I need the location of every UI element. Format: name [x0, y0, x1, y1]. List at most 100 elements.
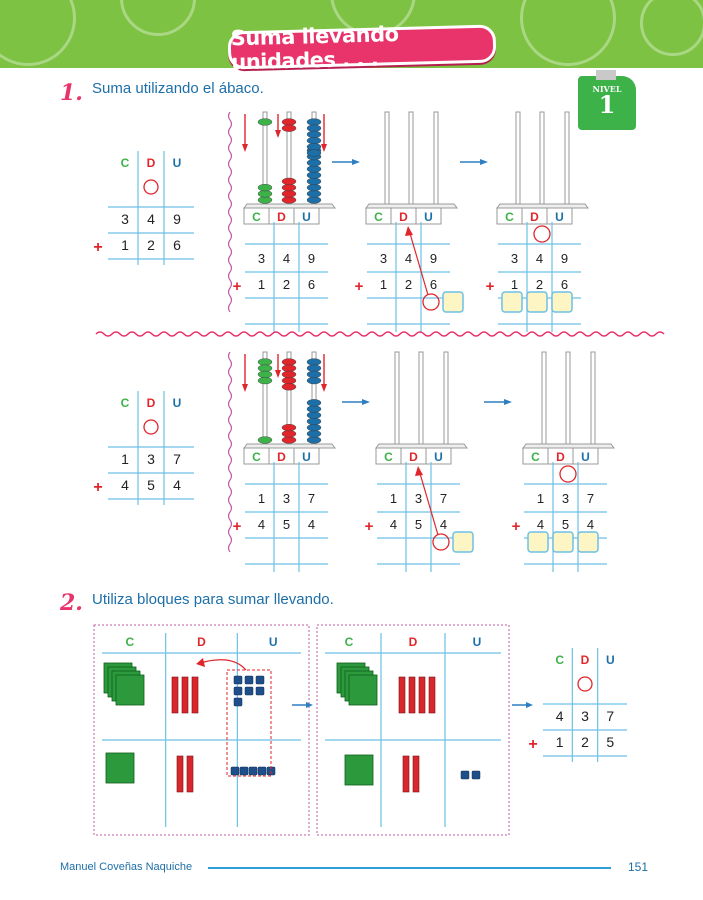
unit-cube — [460, 770, 470, 780]
top-digit: 4 — [283, 251, 290, 266]
carry-arrow — [408, 229, 429, 296]
bottom-digit: 2 — [283, 277, 290, 292]
ten-rod — [408, 676, 416, 714]
abacus-label-u: U — [581, 450, 590, 464]
right-arrow-head — [362, 399, 370, 405]
abacus-label-d: D — [399, 210, 408, 224]
ten-rod — [186, 755, 194, 793]
bead — [281, 124, 297, 132]
right-arrow-head — [526, 702, 533, 708]
ten-rod — [412, 755, 420, 793]
abacus-label-u: U — [555, 210, 564, 224]
ten-rod — [398, 676, 406, 714]
plus-sign: + — [233, 518, 242, 535]
top-digit: 3 — [511, 251, 518, 266]
unit-cube — [471, 770, 481, 780]
abacus-label-c: C — [384, 450, 393, 464]
answer-box — [501, 291, 523, 313]
abacus-label-u: U — [302, 450, 311, 464]
top-digit: 4 — [405, 251, 412, 266]
abacus-label-d: D — [277, 450, 286, 464]
right-arrow-head — [504, 399, 512, 405]
unit-cube — [230, 766, 240, 776]
unit-cube — [239, 766, 249, 776]
abacus-label-u: U — [424, 210, 433, 224]
column-header-d: D — [581, 653, 590, 667]
bottom-digit: 2 — [147, 237, 155, 253]
hundred-block — [344, 754, 374, 786]
abacus-label-box — [293, 207, 320, 225]
carry-arrow-head — [405, 226, 413, 236]
top-digit: 3 — [258, 251, 265, 266]
bead — [306, 377, 322, 385]
column-header-c: C — [125, 635, 134, 649]
footer-rule — [208, 867, 611, 869]
column-header-c: C — [555, 653, 564, 667]
bead — [281, 383, 297, 391]
top-digit: 1 — [258, 491, 265, 506]
regroup-box — [226, 669, 272, 777]
unit-cube — [255, 675, 265, 685]
bottom-digit: 6 — [561, 277, 568, 292]
abacus-label-u: U — [434, 450, 443, 464]
page-number: 151 — [628, 860, 649, 874]
ten-rod — [176, 755, 184, 793]
top-digit: 3 — [147, 451, 155, 467]
bead — [306, 399, 322, 407]
carry-circle — [143, 179, 159, 195]
column-header-u: U — [173, 396, 182, 410]
bead — [257, 377, 273, 385]
footer-author: Manuel Coveñas Naquiche — [60, 861, 193, 873]
blocks-panel — [316, 624, 510, 836]
unit-cube — [244, 686, 254, 696]
abacus-label-u: U — [302, 210, 311, 224]
exercise-1-number: 1. — [60, 80, 83, 106]
carry-circle — [559, 465, 577, 483]
hundred-block — [105, 752, 135, 784]
bead — [257, 184, 273, 192]
bottom-digit: 4 — [121, 477, 129, 493]
bottom-digit: 6 — [308, 277, 315, 292]
top-digit: 9 — [308, 251, 315, 266]
plus-sign: + — [512, 518, 521, 535]
top-digit: 7 — [173, 451, 181, 467]
ten-rod — [191, 676, 199, 714]
bottom-digit: 1 — [511, 277, 518, 292]
down-arrow-head — [321, 144, 327, 152]
bottom-digit: 4 — [173, 477, 181, 493]
exercise-2-instruction: Utiliza bloques para sumar llevando. — [92, 591, 334, 608]
bottom-digit: 4 — [258, 517, 265, 532]
down-arrow-head — [242, 384, 248, 392]
abacus-label-d: D — [277, 210, 286, 224]
top-digit: 1 — [537, 491, 544, 506]
abacus-label-box — [572, 447, 599, 465]
bead — [281, 424, 297, 432]
exercise-2-number: 2. — [60, 590, 83, 616]
abacus-label-box — [425, 447, 452, 465]
right-arrow-head — [306, 702, 313, 708]
answer-box — [577, 531, 599, 553]
bottom-digit: 2 — [536, 277, 543, 292]
abacus-label-c: C — [374, 210, 383, 224]
carry-circle — [143, 419, 159, 435]
abacus-label-c: C — [252, 450, 261, 464]
abacus-label-d: D — [556, 450, 565, 464]
down-arrow-head — [242, 144, 248, 152]
abacus-base — [365, 203, 458, 209]
bottom-digit: 1 — [258, 277, 265, 292]
abacus-label-d: D — [530, 210, 539, 224]
plus-sign: + — [93, 239, 102, 256]
section-divider — [95, 331, 665, 337]
top-digit: 7 — [440, 491, 447, 506]
plus-sign: + — [355, 278, 364, 295]
right-arrow-head — [352, 159, 360, 165]
bead — [257, 436, 273, 444]
column-header-u: U — [269, 635, 278, 649]
bottom-digit: 4 — [308, 517, 315, 532]
abacus-label-c: C — [252, 210, 261, 224]
vertical-divider-2 — [227, 351, 233, 553]
plus-sign: + — [93, 479, 102, 496]
answer-box — [527, 531, 549, 553]
